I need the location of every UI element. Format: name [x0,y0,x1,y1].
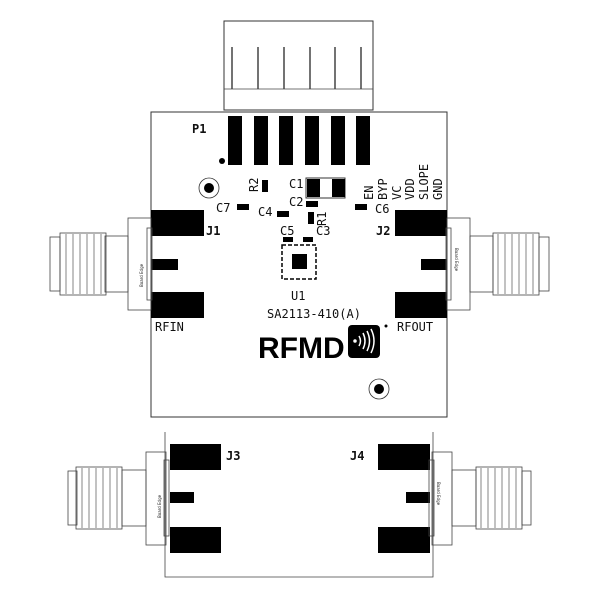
r1-label: R1 [315,212,329,226]
sma-connector-right-lower: Board Edge [428,451,532,546]
j3-label: J3 [226,449,240,463]
pin-label-en: EN [362,186,376,200]
capacitor-c1 [305,177,346,199]
mounting-hole [368,378,390,400]
sma-connector-left-lower: Board Edge [67,451,170,546]
sma-connector-right-upper: Board Edge [445,217,550,311]
rfin-label: RFIN [155,320,184,334]
pin-labels: EN BYP VC VDD SLOPE GND [362,164,445,200]
j3-pads [170,444,221,553]
board-edge-label: Board Edge [139,263,144,287]
mounting-hole [198,177,220,199]
c1-label: C1 [289,177,303,191]
sma-connector-left-upper: Board Edge [49,217,153,311]
pin-label-vdd: VDD [403,178,417,200]
p1-label: P1 [192,122,206,136]
c4-label: C4 [258,205,272,219]
board-edge-label: Board Edge [454,248,459,272]
pin-label-vc: VC [390,186,404,200]
j2-pads [395,210,447,318]
j2-label: J2 [376,224,390,238]
c2-label: C2 [289,195,303,209]
chip-u1-footprint [281,244,317,280]
c7-label: C7 [216,201,230,215]
pin-label-gnd: GND [431,178,445,200]
header-connector-p1-body [223,20,374,111]
chip-part-number: SA2113-410(A) [267,307,361,321]
smd-components [237,180,367,242]
board-edge-label: Board Edge [436,482,441,506]
c6-label: C6 [375,202,389,216]
rfmd-wireless-icon [348,325,380,358]
j1-pads [151,210,204,318]
u1-label: U1 [291,289,305,303]
rfmd-logo: RFMD [258,324,388,365]
board-edge-label: Board Edge [157,494,162,518]
j1-label: J1 [206,224,220,238]
c3-label: C3 [316,224,330,238]
rfout-label: RFOUT [397,320,433,334]
lower-board [164,432,434,578]
pin-label-byp: BYP [376,178,390,200]
c5-label: C5 [280,224,294,238]
j4-pads [378,444,430,553]
pin-label-slope: SLOPE [417,164,431,200]
logo-text: RFMD [258,332,345,365]
r2-label: R2 [247,178,261,192]
j4-label: J4 [350,449,364,463]
p1-pads [219,116,370,165]
